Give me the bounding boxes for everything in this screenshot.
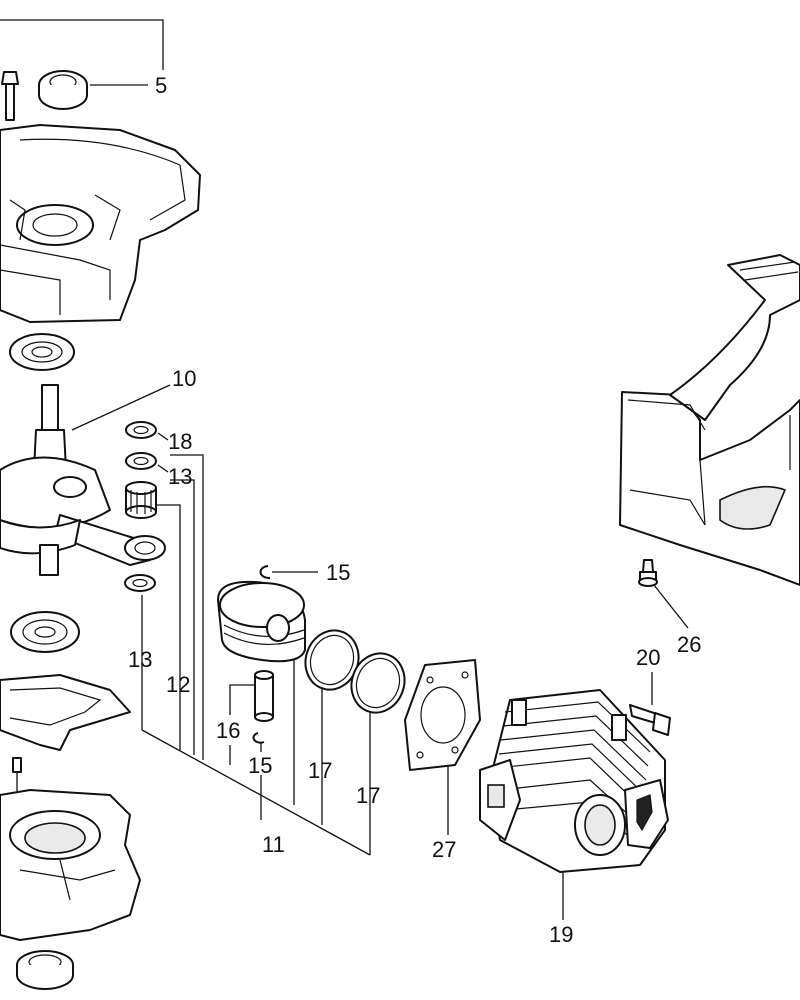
part-washer-13-bottom [124, 574, 156, 592]
part-oil-seal-bottom [16, 950, 74, 990]
part-oil-seal-top [38, 70, 88, 110]
part-bearing-lower [10, 611, 80, 653]
callout-26: 26 [677, 632, 701, 657]
part-gasket-crankcase [0, 674, 131, 751]
part-piston-pin [254, 670, 274, 722]
callout-11: 11 [262, 832, 285, 857]
callout-18: 18 [168, 429, 192, 454]
callout-13-top: 13 [168, 464, 192, 489]
part-cylinder-gasket [404, 659, 481, 771]
part-circlip-top [259, 565, 271, 580]
part-cylinder [479, 689, 669, 873]
callout-13-bottom: 13 [128, 647, 152, 672]
callout-15-bottom: 15 [248, 753, 272, 778]
leader-lines [0, 19, 689, 920]
part-crankshaft [0, 384, 166, 576]
part-bolt-top [1, 71, 19, 121]
callouts: 5 10 18 13 15 26 20 13 12 16 15 17 17 11… [128, 73, 701, 947]
callout-20: 20 [636, 645, 660, 670]
callout-5: 5 [155, 73, 167, 98]
callout-15-top: 15 [326, 560, 350, 585]
callout-12: 12 [166, 672, 190, 697]
part-needle-bearing [125, 481, 157, 519]
part-washer-18 [125, 421, 157, 439]
part-crankcase-lower [0, 789, 141, 941]
callout-17-left: 17 [308, 758, 332, 783]
part-screw-26 [638, 559, 658, 587]
callout-10: 10 [172, 366, 196, 391]
callout-17-right: 17 [356, 783, 380, 808]
callout-16: 16 [216, 718, 240, 743]
part-screw-20 [629, 704, 671, 736]
part-crankcase-upper [0, 124, 201, 323]
part-piston [217, 580, 306, 663]
part-washer-13-top [125, 452, 157, 470]
part-piston-ring-2 [350, 652, 406, 714]
callout-27: 27 [432, 837, 456, 862]
part-cylinder-cover [619, 254, 800, 586]
callout-19: 19 [549, 922, 573, 947]
part-bearing-upper [9, 333, 75, 371]
part-circlip-bottom [252, 732, 265, 744]
